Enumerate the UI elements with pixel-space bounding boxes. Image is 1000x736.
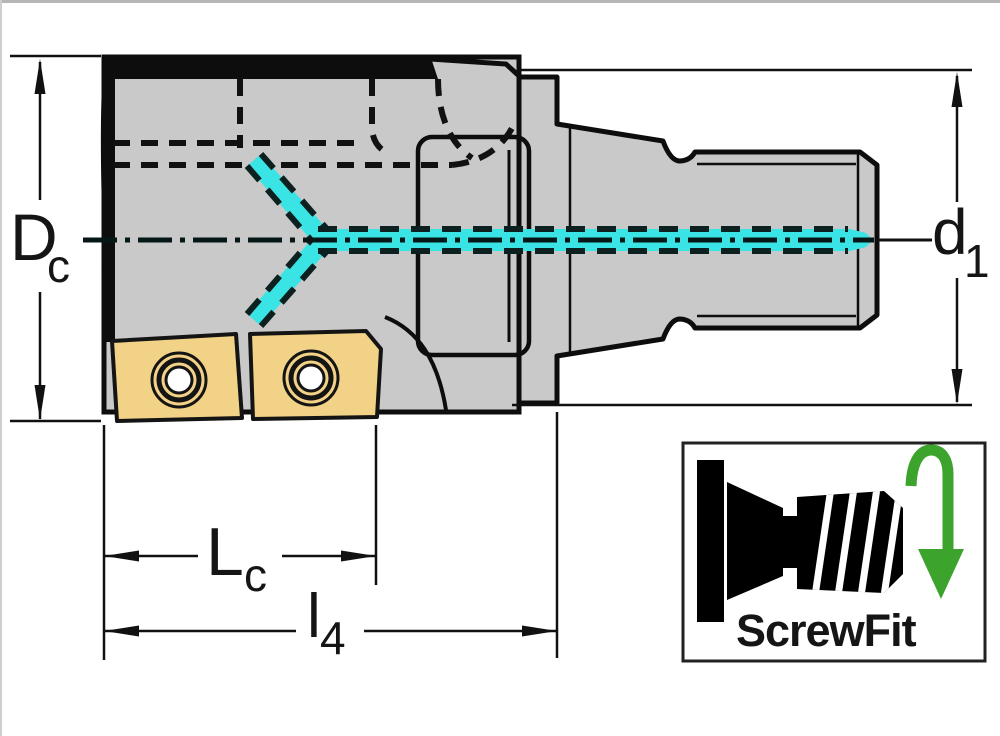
arrow-right — [341, 550, 376, 562]
arrow-left — [104, 625, 139, 637]
dimension-lc — [102, 425, 378, 660]
screwfit-logo-box — [681, 441, 987, 663]
insert-screw-left — [150, 351, 208, 409]
arrow-down — [34, 385, 46, 420]
label-l4-main: l — [307, 582, 321, 651]
arrow-right — [522, 625, 557, 637]
indexable-inserts — [110, 329, 383, 423]
label-d1-sub: 1 — [964, 235, 990, 287]
label-dc-sub: c — [47, 240, 70, 292]
dimension-d1 — [512, 68, 972, 407]
coolant-channel-dashed-outline — [244, 152, 848, 328]
label-lc-main: L — [206, 514, 244, 590]
label-dc-main: D — [10, 200, 58, 274]
arrow-left — [104, 550, 139, 562]
insert-pocket-contour — [384, 315, 448, 411]
head-top-face — [104, 55, 438, 79]
rotation-arrow-down-icon — [905, 444, 964, 599]
hidden-detail-dashed-lines — [113, 78, 515, 168]
screwfit-wordmark: ScrewFit — [736, 605, 917, 656]
dimension-l4 — [104, 412, 559, 658]
insert-screw-right — [282, 349, 340, 407]
head-front-face — [100, 55, 115, 342]
label-l4-sub: 4 — [320, 612, 346, 664]
screw-thread-icon — [697, 460, 903, 622]
page-top-border — [0, 0, 1000, 3]
page-left-border — [0, 0, 2, 736]
arrow-down — [951, 369, 963, 404]
label-d1-main: d — [932, 196, 968, 268]
arrow-up — [951, 72, 963, 107]
arrow-up — [34, 59, 46, 94]
dimension-dc — [10, 54, 101, 423]
label-lc-sub: c — [244, 549, 267, 601]
